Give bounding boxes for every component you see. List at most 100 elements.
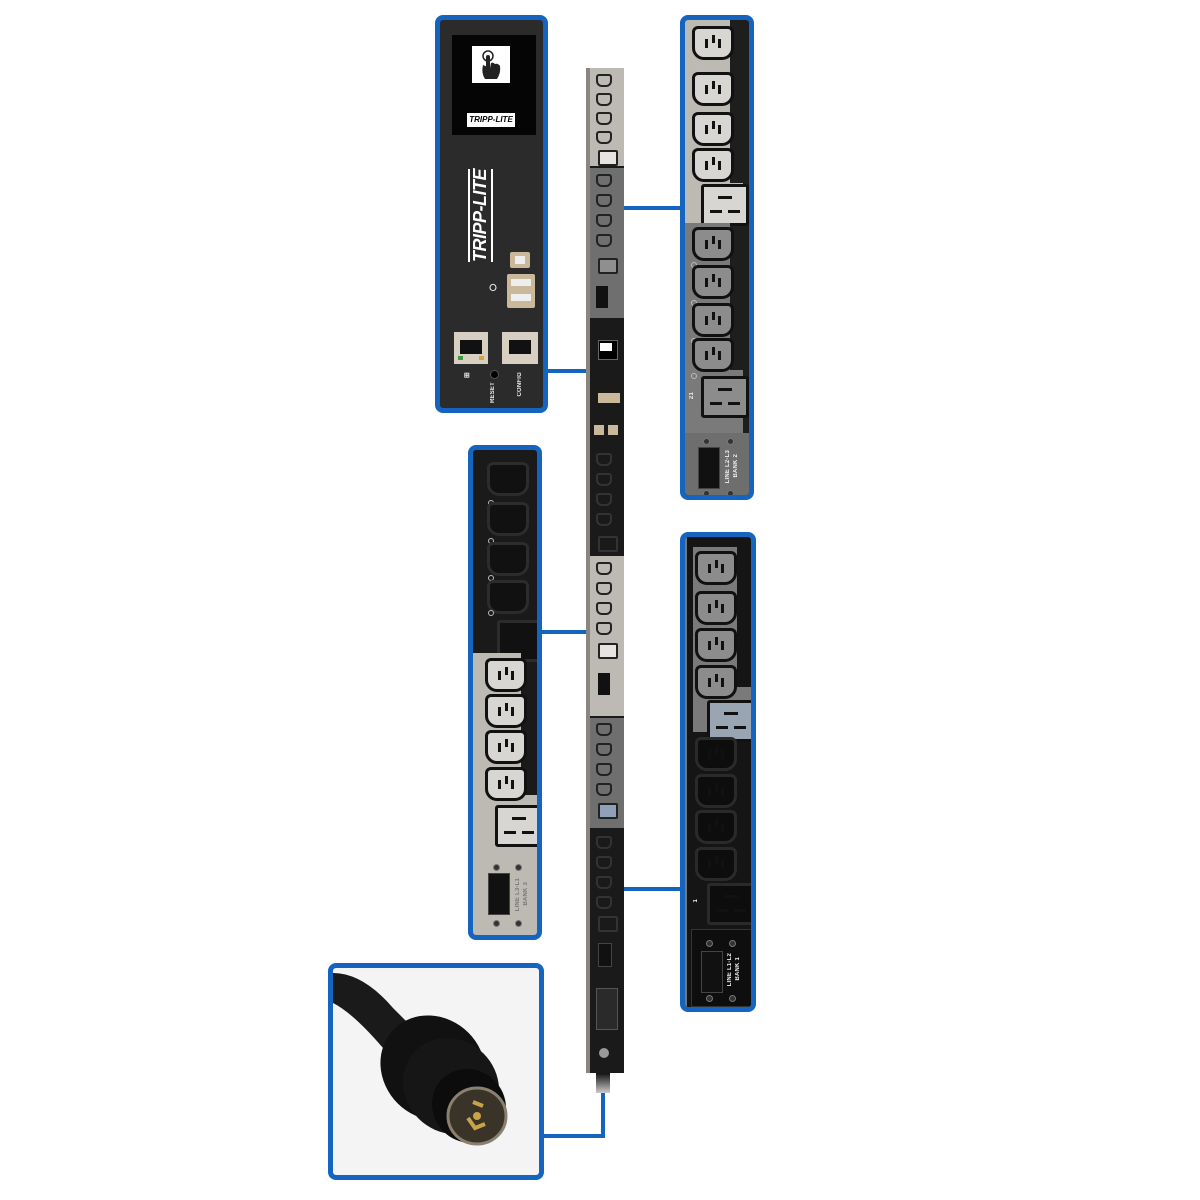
c19-outlet xyxy=(701,376,749,418)
vertical-logo: TRIPP-LITE xyxy=(462,168,498,262)
mini-outlet xyxy=(596,562,612,575)
mini-ethernet-port xyxy=(608,425,618,435)
c19-outlet xyxy=(495,805,537,847)
screw xyxy=(727,490,734,495)
mini-c19-outlet xyxy=(598,536,618,552)
c13-outlet xyxy=(487,462,529,496)
circuit-breaker[interactable] xyxy=(488,873,510,915)
screw xyxy=(493,920,500,927)
mini-outlet xyxy=(596,836,612,849)
mini-outlet xyxy=(596,493,612,506)
mini-outlet xyxy=(596,582,612,595)
c13-outlet xyxy=(695,665,737,699)
power-cord xyxy=(596,1073,610,1093)
c13-outlet xyxy=(692,148,734,182)
mini-outlet xyxy=(596,622,612,635)
outlet-led xyxy=(695,64,701,70)
mini-outlet xyxy=(596,783,612,796)
screw xyxy=(727,438,734,445)
reset-label: RESET xyxy=(490,382,496,404)
config-label: CONFIG xyxy=(517,372,523,397)
c13-outlet xyxy=(695,847,737,881)
connector-line xyxy=(601,1093,605,1138)
c13-outlet xyxy=(487,580,529,614)
mini-usb-ports xyxy=(598,393,620,403)
connector-line xyxy=(545,369,586,373)
c13-outlet xyxy=(692,112,734,146)
mini-breaker xyxy=(598,673,610,695)
mini-c19-outlet xyxy=(598,916,618,932)
c13-outlet xyxy=(692,26,734,60)
connector-line xyxy=(540,630,586,634)
outlet-number: 21 xyxy=(689,392,695,400)
usb-a-ports[interactable] xyxy=(507,274,535,308)
mini-c19-outlet xyxy=(598,643,618,659)
mini-outlet xyxy=(596,74,612,87)
pdu-strip xyxy=(586,68,624,1073)
mini-outlet xyxy=(596,723,612,736)
circuit-breaker[interactable] xyxy=(701,951,723,993)
c13-outlet xyxy=(695,551,737,585)
mini-outlet xyxy=(596,763,612,776)
connector-line xyxy=(624,887,684,891)
mini-c19-outlet xyxy=(598,150,618,166)
config-port[interactable] xyxy=(502,332,538,364)
bank2-callout: 21 LINE L2-L3 BANK 2 xyxy=(680,15,754,500)
bank3-callout: LINE L3-L1 BANK 3 xyxy=(468,445,542,940)
c13-outlet xyxy=(695,737,737,771)
mini-outlet xyxy=(596,93,612,106)
lcd-display[interactable]: TRIPP-LITE xyxy=(452,35,536,135)
bank-label: BANK 2 xyxy=(733,454,739,478)
line-label: LINE L1-L2 xyxy=(727,953,733,987)
circuit-breaker[interactable] xyxy=(698,447,720,489)
plug-callout xyxy=(328,963,544,1180)
outlet-led xyxy=(488,610,494,616)
line-label: LINE L3-L1 xyxy=(515,878,521,912)
mini-breaker xyxy=(598,943,612,967)
reset-button[interactable] xyxy=(490,370,499,379)
c13-outlet xyxy=(695,774,737,808)
c13-outlet xyxy=(695,591,737,625)
c13-outlet xyxy=(487,502,529,536)
c13-outlet xyxy=(485,694,527,728)
c13-outlet xyxy=(485,658,527,692)
mini-outlet xyxy=(596,453,612,466)
bank-label: BANK 1 xyxy=(735,957,741,981)
screw xyxy=(515,920,522,927)
env-net-port[interactable] xyxy=(454,332,488,364)
c13-outlet xyxy=(695,628,737,662)
screw xyxy=(703,438,710,445)
screw xyxy=(729,995,736,1002)
usb-b-port[interactable] xyxy=(510,252,530,268)
touch-hand-icon xyxy=(472,46,510,83)
mini-product-label xyxy=(596,988,618,1030)
mini-outlet xyxy=(596,856,612,869)
c13-outlet xyxy=(485,730,527,764)
connector-line xyxy=(542,1134,605,1138)
screw xyxy=(493,864,500,871)
mini-outlet xyxy=(596,473,612,486)
mini-outlet xyxy=(596,743,612,756)
c13-outlet xyxy=(692,72,734,106)
screw xyxy=(706,995,713,1002)
c13-outlet xyxy=(695,810,737,844)
mini-c19-outlet xyxy=(598,258,618,274)
mini-outlet xyxy=(596,896,612,909)
mini-outlet xyxy=(596,214,612,227)
c13-outlet xyxy=(487,542,529,576)
bank1-callout: 1 LINE L1-L2 BANK 1 xyxy=(680,532,756,1012)
mini-outlet xyxy=(596,876,612,889)
locking-plug-icon xyxy=(333,973,508,1146)
network-icon: ⊞ xyxy=(464,372,471,379)
c19-outlet xyxy=(701,184,749,226)
line-label: LINE L2-L3 xyxy=(725,450,731,484)
c13-outlet xyxy=(692,265,734,299)
mini-outlet xyxy=(596,602,612,615)
connector-line xyxy=(624,206,684,210)
usb-icon: ⭘ xyxy=(488,283,500,292)
screw xyxy=(515,864,522,871)
mini-outlet xyxy=(596,234,612,247)
screw xyxy=(703,490,710,495)
controller-callout: TRIPP-LITE TRIPP-LITE ⭘ ⊞ RESET CONFIG xyxy=(435,15,548,413)
mini-touch-icon xyxy=(600,343,612,351)
